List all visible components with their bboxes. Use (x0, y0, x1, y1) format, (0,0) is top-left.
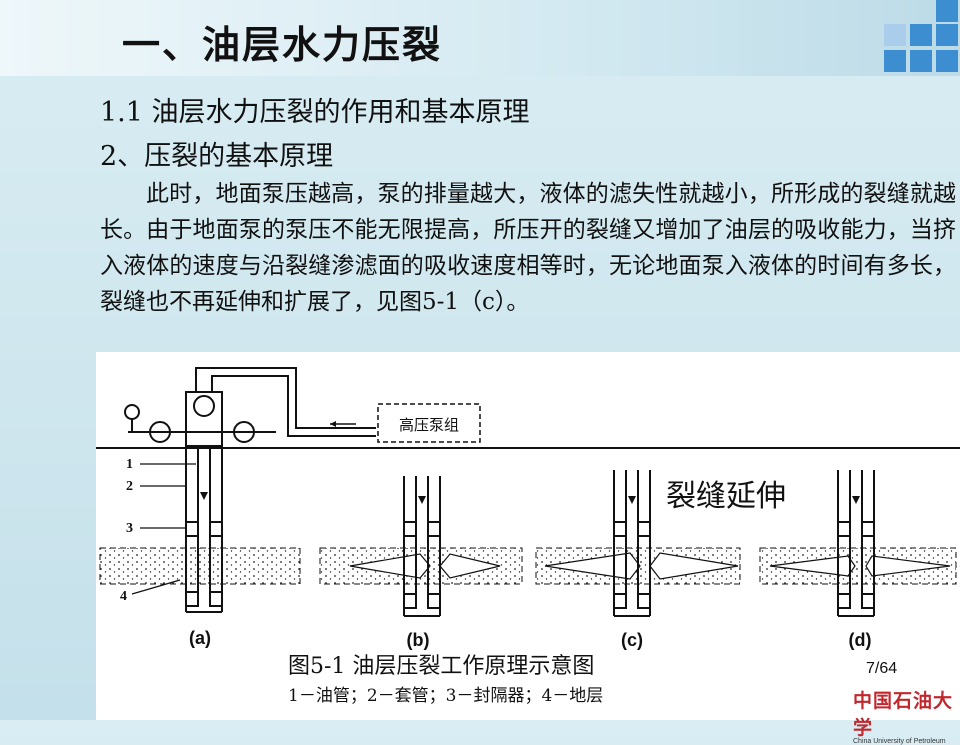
panel-label-c: (c) (621, 630, 643, 650)
panel-label-a: (a) (189, 628, 211, 648)
part-number-2: 2 (126, 479, 133, 494)
well-a (185, 448, 223, 613)
fracture-extension-label: 裂缝延伸 (666, 479, 786, 514)
figure-panel (96, 352, 960, 720)
flow-arrows (200, 492, 860, 504)
part-number-1: 1 (126, 457, 133, 472)
panel-label-b: (b) (407, 630, 430, 650)
fracture-shapes (349, 552, 951, 580)
wellhead-assembly (124, 367, 376, 447)
subsection-heading: 2、压裂的基本原理 (100, 141, 334, 172)
section-heading: 1.1 油层水力压裂的作用和基本原理 (100, 97, 530, 128)
corner-squares-decoration (870, 0, 960, 76)
figure-caption: 图5-1 油层压裂工作原理示意图 (288, 654, 595, 679)
fracturing-diagram: 高压泵组 (96, 367, 960, 650)
slide-title: 一、油层水力压裂 (122, 23, 443, 67)
page-number: 7/64 (866, 660, 898, 677)
part-number-3: 3 (126, 521, 133, 536)
logo-chinese-text: 中国石油大学 (853, 690, 954, 739)
figure-legend: 1－油管；2－套管；3－封隔器；4－地层 (288, 686, 604, 706)
panel-label-d: (d) (849, 630, 872, 650)
title-bar: 一、油层水力压裂 (0, 0, 960, 76)
well-d (837, 470, 875, 617)
well-c (613, 470, 651, 617)
pump-box (377, 403, 481, 443)
university-logo: 中国石油大学 China University of Petroleum (853, 686, 958, 745)
pump-label: 高压泵组 (399, 416, 459, 434)
part-number-4: 4 (120, 589, 127, 604)
body-paragraph: 此时，地面泵压越高，泵的排量越大，液体的滤失性就越小，所形成的裂缝就越长。由于地… (100, 181, 956, 315)
logo-english-text: China University of Petroleum (853, 738, 946, 745)
well-b (403, 476, 441, 617)
